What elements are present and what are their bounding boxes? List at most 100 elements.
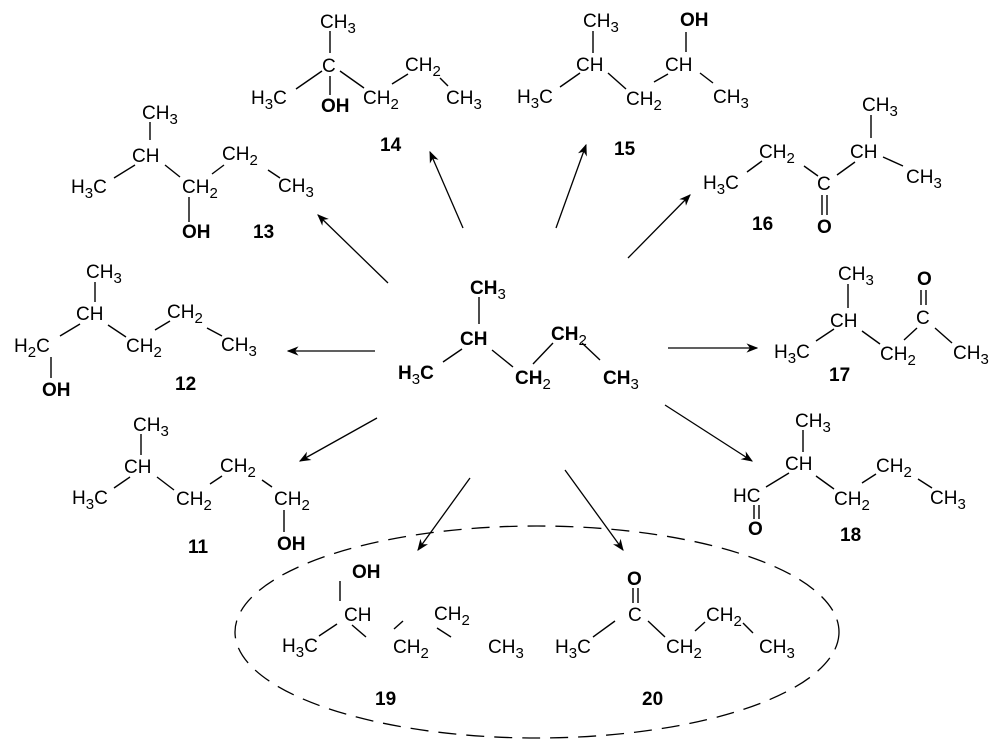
bond-line [861, 473, 877, 484]
atom-label: CH2 [126, 336, 162, 361]
arrow-to-20 [564, 469, 624, 551]
atom-label: CH3 [221, 335, 257, 360]
bond-line [803, 165, 819, 177]
bond-line [59, 323, 81, 337]
bond-line [917, 478, 933, 489]
atom-label: O [817, 217, 832, 238]
atom-label: CH3 [320, 12, 356, 37]
bond-line [206, 327, 223, 337]
bond-line [113, 476, 131, 489]
atom-label: H3C [282, 636, 318, 661]
atom-label: O [917, 269, 932, 290]
atom-label: H3C [774, 342, 810, 367]
atom-label: H3C [555, 637, 591, 662]
atom-label: OH [42, 380, 71, 401]
bond-line [532, 342, 554, 365]
atom-label: OH [352, 562, 381, 583]
compound-13: CH3 CH H3C CH2 OH CH2 CH3 13 [71, 103, 314, 243]
atom-ch3-end: CH3 [603, 368, 639, 393]
atom-label: CH [830, 311, 857, 332]
atom-label: CH2 [405, 55, 441, 80]
bond-line [295, 70, 323, 90]
atom-label: CH2 [880, 344, 916, 369]
compound-18: CH3 CH HC O CH2 CH2 CH3 18 [733, 411, 966, 546]
bond-line [694, 621, 706, 632]
atom-label: CH2 [876, 456, 912, 481]
atom-label: C [817, 174, 831, 195]
arrow-to-15 [555, 143, 587, 229]
label-14: 14 [380, 135, 402, 156]
atom-label: OH [277, 534, 306, 555]
atom-label: CH2 [706, 605, 742, 630]
label-13: 13 [253, 222, 274, 243]
bond-line [164, 164, 181, 178]
atom-label: OH [182, 222, 211, 243]
atom-label: C [916, 308, 930, 329]
atom-label: CH3 [862, 95, 898, 120]
compound-12: CH3 CH H2C OH CH2 CH2 CH3 12 [14, 262, 257, 401]
atom-label: CH3 [446, 88, 482, 113]
atom-label: CH2 [834, 489, 870, 514]
atom-label: CH3 [906, 167, 942, 192]
atom-label: CH2 [176, 489, 212, 514]
atom-label: H3C [703, 173, 739, 198]
bond-line [156, 476, 175, 491]
atom-label: CH2 [182, 177, 218, 202]
bond-line [209, 475, 223, 485]
bond-line [439, 77, 449, 87]
atom-label: CH3 [759, 637, 795, 662]
label-11: 11 [188, 537, 209, 558]
atom-label: CH [785, 454, 812, 475]
atom-label: CH [76, 304, 103, 325]
atom-label: OH [680, 10, 709, 31]
label-12: 12 [175, 374, 196, 395]
bond-line [699, 72, 714, 84]
bond-line [391, 73, 409, 85]
bond-line [351, 624, 367, 638]
compound-20: O C H3C CH2 CH2 CH3 20 [555, 569, 795, 710]
atom-label: H3C [71, 177, 107, 202]
atom-label: HC [733, 486, 760, 507]
atom-label: CH [124, 457, 151, 478]
bond-line [815, 328, 835, 342]
atom-label: CH2 [222, 144, 258, 169]
arrow-to-14 [429, 150, 464, 229]
atom-label: O [627, 569, 642, 590]
atom-label: CH2 [220, 456, 256, 481]
label-17: 17 [829, 365, 850, 386]
bond-line [339, 70, 365, 89]
bond-line [581, 342, 601, 361]
arrow-to-19 [417, 477, 471, 551]
compound-11: CH3 CH H3C CH2 CH2 CH2 OH 11 [72, 415, 310, 558]
compound-17: CH3 CH H3C CH2 O C CH3 17 [774, 264, 989, 386]
label-19: 19 [375, 689, 396, 710]
bond-line [154, 320, 171, 331]
compound-14: CH3 C H3C OH CH2 CH2 CH3 14 [251, 12, 482, 156]
bond-line [742, 622, 754, 634]
atom-label: CH2 [167, 302, 203, 327]
atom-label: CH3 [713, 87, 749, 112]
atom-label: CH3 [133, 415, 169, 440]
bond-line [607, 72, 627, 90]
atom-label: CH3 [86, 262, 122, 287]
bond-line [442, 348, 463, 363]
atom-label: CH3 [278, 176, 314, 201]
atom-label: CH2 [759, 142, 795, 167]
bond-line [882, 156, 904, 167]
atom-label: CH3 [953, 343, 989, 368]
bond-line [647, 620, 666, 638]
atom-label: CH3 [838, 264, 874, 289]
bond-line [211, 164, 225, 175]
atom-label: CH3 [795, 411, 831, 436]
atom-label: CH [850, 142, 877, 163]
bond-line [836, 161, 856, 176]
bond-line [653, 73, 669, 83]
atom-label: CH3 [583, 11, 619, 36]
arrow-to-18 [664, 404, 753, 462]
compound-19: OH CH H3C CH2 CH2 CH3 19 [282, 562, 524, 710]
atom-label: CH2 [274, 489, 310, 514]
arrow-to-11 [298, 417, 378, 462]
bond-line [491, 349, 514, 368]
bond-line [393, 620, 404, 630]
